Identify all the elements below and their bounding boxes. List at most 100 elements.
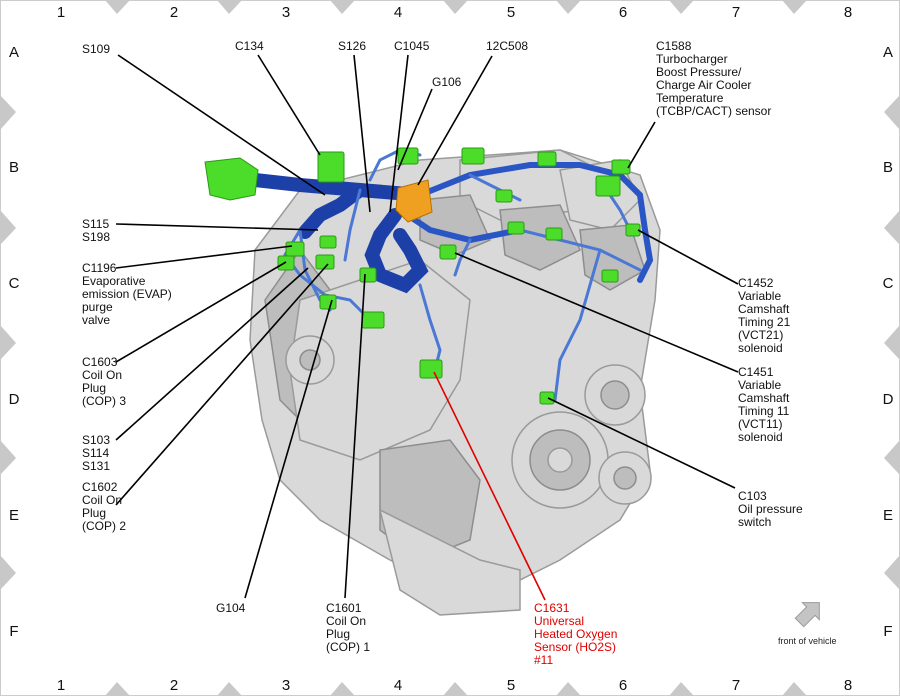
callout-g104: G104 <box>216 601 246 615</box>
callout-line: Plug <box>82 381 106 395</box>
grid-row-label: A <box>9 44 19 61</box>
callout-line: Heated Oxygen <box>534 627 617 641</box>
leader-c1603 <box>115 261 287 363</box>
callout-line: valve <box>82 313 110 327</box>
connector-c1631 <box>419 359 443 379</box>
callout-line: S103 <box>82 433 110 447</box>
connector-c1602 <box>319 294 337 310</box>
grid-row-label: F <box>9 623 18 640</box>
grid-column-label: 7 <box>732 4 740 21</box>
callout-line: C1602 <box>82 480 118 494</box>
callout-line: Sensor (HO2S) <box>534 640 616 654</box>
grid-row-label: F <box>883 623 892 640</box>
grid-column-label: 4 <box>394 677 402 694</box>
leader-lines <box>115 54 739 601</box>
callout-line: Oil pressure <box>738 502 803 516</box>
callout-c134: C134 <box>235 39 264 53</box>
callout-line: Variable <box>738 378 781 392</box>
grid-column-label: 2 <box>170 4 178 21</box>
leader-s115-s198 <box>115 223 319 231</box>
callout-line: S131 <box>82 459 110 473</box>
grid-row-label: B <box>883 159 893 176</box>
callout-line: Variable <box>738 289 781 303</box>
callout-line: Camshaft <box>738 302 790 316</box>
leader-c1451 <box>454 252 739 373</box>
grid-column-label: 7 <box>732 677 740 694</box>
front-of-vehicle-indicator: front of vehicle <box>778 602 837 646</box>
grid-row-label: C <box>883 275 894 292</box>
callout-c1045: C1045 <box>394 39 430 53</box>
leader-g104 <box>244 299 333 599</box>
callout-line: C1451 <box>738 365 774 379</box>
connector-c1601 <box>359 267 377 283</box>
callout-line: solenoid <box>738 430 783 444</box>
leader-c134 <box>257 54 321 156</box>
leader-c103 <box>547 397 736 489</box>
connector-top-right-b <box>611 159 631 175</box>
leader-s109 <box>117 54 326 196</box>
leader-c1588 <box>627 121 656 169</box>
connector-c1196 <box>277 255 295 271</box>
connector-mid-b <box>507 221 525 235</box>
grid-row-label: D <box>9 391 20 408</box>
callout-line: C1631 <box>534 601 570 615</box>
grid-column-label: 1 <box>57 677 65 694</box>
grid-column-label: 8 <box>844 677 852 694</box>
grid-column-label: 1 <box>57 4 65 21</box>
leader-c1045 <box>389 54 409 213</box>
wiring-harness <box>248 148 654 402</box>
connector-c1451 <box>439 244 457 260</box>
grid-column-label: 3 <box>282 4 290 21</box>
connector-c1588 <box>595 175 621 197</box>
callout-line: purge <box>82 300 113 314</box>
callout-s109: S109 <box>82 42 110 56</box>
leader-c1196 <box>115 245 293 269</box>
leader-s126 <box>353 54 371 213</box>
callout-line: (COP) 2 <box>82 519 126 533</box>
callout-line: C1601 <box>326 601 362 615</box>
connector-cop-lower <box>361 311 385 329</box>
grid-column-label: 2 <box>170 677 178 694</box>
callout-line: Plug <box>326 627 350 641</box>
grid-column-label: 5 <box>507 677 515 694</box>
callout-line: Charge Air Cooler <box>656 78 751 92</box>
connector-c1603 <box>315 254 335 270</box>
front-of-vehicle-label: front of vehicle <box>778 636 837 646</box>
callout-line: Timing 11 <box>738 404 790 418</box>
grid-column-label: 3 <box>282 677 290 694</box>
grid-row-label: B <box>9 159 19 176</box>
callout-line: S114 <box>82 446 109 460</box>
callout-line: S198 <box>82 230 110 244</box>
grid-column-label: 6 <box>619 4 627 21</box>
callout-line: (COP) 3 <box>82 394 126 408</box>
connector-c134 <box>317 151 345 183</box>
callout-line: Turbocharger <box>656 52 728 66</box>
connector-top-mid <box>461 147 485 165</box>
grid-row-label: A <box>883 44 893 61</box>
leader-12c508 <box>417 55 493 186</box>
grid-row-label: E <box>9 507 19 524</box>
leader-s103 <box>115 267 309 441</box>
callout-line: emission (EVAP) <box>82 287 172 301</box>
callout-line: Timing 21 <box>738 315 791 329</box>
leader-c1601 <box>344 273 366 599</box>
ground-block-12c508 <box>395 179 433 223</box>
callout-line: Temperature <box>656 91 724 105</box>
connector-c103 <box>539 391 555 405</box>
callout-line: Universal <box>534 614 584 628</box>
connector-s115 <box>285 241 305 257</box>
connector-left-c <box>319 235 337 249</box>
callout-line: #11 <box>534 653 553 667</box>
